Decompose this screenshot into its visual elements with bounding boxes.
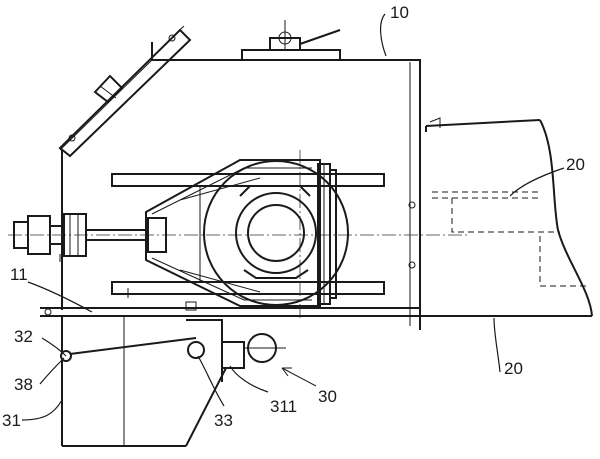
label-32: 32 bbox=[14, 327, 33, 346]
gate-mechanism-30 bbox=[60, 316, 286, 447]
label-11: 11 bbox=[10, 265, 28, 284]
discharge-chute-20 bbox=[408, 117, 593, 317]
base-plate-11 bbox=[40, 288, 420, 317]
label-33: 33 bbox=[214, 411, 233, 430]
drive-shaft bbox=[13, 213, 167, 262]
label-31: 31 bbox=[2, 411, 21, 430]
top-lug bbox=[241, 20, 341, 60]
label-20-lower: 20 bbox=[504, 359, 523, 378]
drum-wheel bbox=[203, 160, 349, 306]
inclined-hatch bbox=[58, 25, 192, 158]
label-311: 311 bbox=[270, 397, 297, 416]
label-10: 10 bbox=[390, 3, 409, 22]
guide-rails bbox=[111, 173, 385, 295]
yoke-frame bbox=[145, 159, 321, 307]
label-20-upper: 20 bbox=[566, 155, 585, 174]
leader-lines bbox=[21, 13, 565, 421]
label-38: 38 bbox=[14, 375, 33, 394]
label-30: 30 bbox=[318, 387, 337, 406]
